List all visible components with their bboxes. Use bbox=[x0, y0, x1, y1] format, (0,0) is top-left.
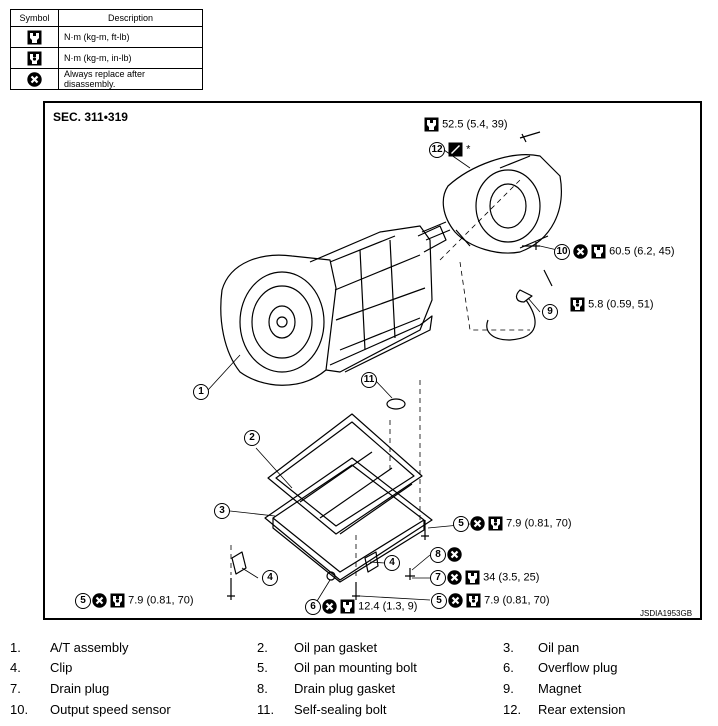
torque-annotation-pan-bolt-left: 7.9 (0.81, 70) bbox=[92, 593, 194, 608]
torque-value: 12.4 (1.3, 9) bbox=[358, 600, 418, 613]
torque-wrench-icon bbox=[465, 570, 480, 585]
torque-annotation-drain-plug: 34 (3.5, 25) bbox=[447, 570, 539, 585]
callout-7: 7 bbox=[430, 570, 446, 586]
callout-5: 5 bbox=[453, 516, 469, 532]
torque-wrench-icon bbox=[340, 599, 355, 614]
torque-value: 7.9 (0.81, 70) bbox=[128, 594, 194, 607]
at-assembly-drawing bbox=[220, 221, 451, 386]
always-replace-icon bbox=[447, 570, 462, 585]
torque-value: 7.9 (0.81, 70) bbox=[506, 517, 572, 530]
sealant-annotation: * bbox=[448, 142, 470, 157]
torque-wrench-inlb-icon bbox=[466, 593, 481, 608]
list-item: 4. Clip 5. Oil pan mounting bolt 6. Over… bbox=[10, 660, 618, 675]
torque-annotation-pan-bolt-right: 7.9 (0.81, 70) bbox=[470, 516, 572, 531]
callout-3: 3 bbox=[214, 503, 230, 519]
legend-row-text: Always replace after disassembly. bbox=[58, 68, 203, 90]
rear-extension-drawing bbox=[442, 154, 562, 254]
magnet-drawing bbox=[386, 398, 406, 410]
torque-annotation-rear-ext: 52.5 (5.4, 39) bbox=[424, 117, 508, 132]
callout-2: 2 bbox=[244, 430, 260, 446]
symbol-legend-table: Symbol Description N·m (kg-m, ft-lb) N·m… bbox=[10, 9, 203, 90]
callout-4: 4 bbox=[384, 555, 400, 571]
list-item: 7. Drain plug 8. Drain plug gasket 9. Ma… bbox=[10, 681, 582, 696]
torque-annotation-pan-bolt-bottom: 7.9 (0.81, 70) bbox=[448, 593, 550, 608]
torque-wrench-inlb-icon bbox=[110, 593, 125, 608]
torque-wrench-icon bbox=[591, 244, 606, 259]
diagram-code: JSDIA1953GB bbox=[640, 609, 693, 618]
replace-annotation-drain-gasket bbox=[447, 547, 462, 562]
torque-value: 34 (3.5, 25) bbox=[483, 571, 540, 584]
torque-value: 52.5 (5.4, 39) bbox=[442, 118, 508, 131]
always-replace-icon bbox=[470, 516, 485, 531]
callout-10: 9 bbox=[542, 304, 558, 320]
speed-sensor-drawing bbox=[486, 269, 553, 341]
torque-wrench-inlb-icon bbox=[488, 516, 503, 531]
always-replace-icon bbox=[447, 547, 462, 562]
torque-wrench-icon bbox=[424, 117, 439, 132]
diagram-frame bbox=[43, 101, 702, 620]
always-replace-icon bbox=[322, 599, 337, 614]
torque-wrench-inlb-icon bbox=[570, 297, 585, 312]
callout-1: 1 bbox=[193, 384, 209, 400]
oil-pan-drawing bbox=[264, 451, 433, 583]
torque-value: 7.9 (0.81, 70) bbox=[484, 594, 550, 607]
callout-4: 4 bbox=[262, 570, 278, 586]
callout-11: 10 bbox=[554, 244, 570, 260]
torque-annotation-overflow-plug: 12.4 (1.3, 9) bbox=[322, 599, 417, 614]
callout-5: 5 bbox=[431, 593, 447, 609]
callout-9: 11 bbox=[361, 372, 377, 388]
callout-8: 8 bbox=[430, 547, 446, 563]
torque-value: 60.5 (6.2, 45) bbox=[609, 245, 675, 258]
torque-value: 5.8 (0.59, 51) bbox=[588, 298, 654, 311]
oil-pan-gasket-drawing bbox=[267, 413, 423, 535]
torque-annotation-self-sealing: 60.5 (6.2, 45) bbox=[573, 244, 675, 259]
torque-annotation-speed-sensor: 5.8 (0.59, 51) bbox=[570, 297, 654, 312]
always-replace-icon bbox=[448, 593, 463, 608]
always-replace-icon bbox=[573, 244, 588, 259]
callout-6: 6 bbox=[305, 599, 321, 615]
list-item: 10. Output speed sensor 11. Self-sealing… bbox=[10, 702, 626, 717]
callout-5: 5 bbox=[75, 593, 91, 609]
sealant-icon bbox=[448, 142, 463, 157]
section-label: SEC. 311•319 bbox=[53, 110, 128, 124]
callout-12: 12 bbox=[429, 142, 445, 158]
list-item: 1. A/T assembly 2. Oil pan gasket 3. Oil… bbox=[10, 640, 580, 655]
star-mark: * bbox=[466, 143, 471, 156]
always-replace-icon bbox=[92, 593, 107, 608]
